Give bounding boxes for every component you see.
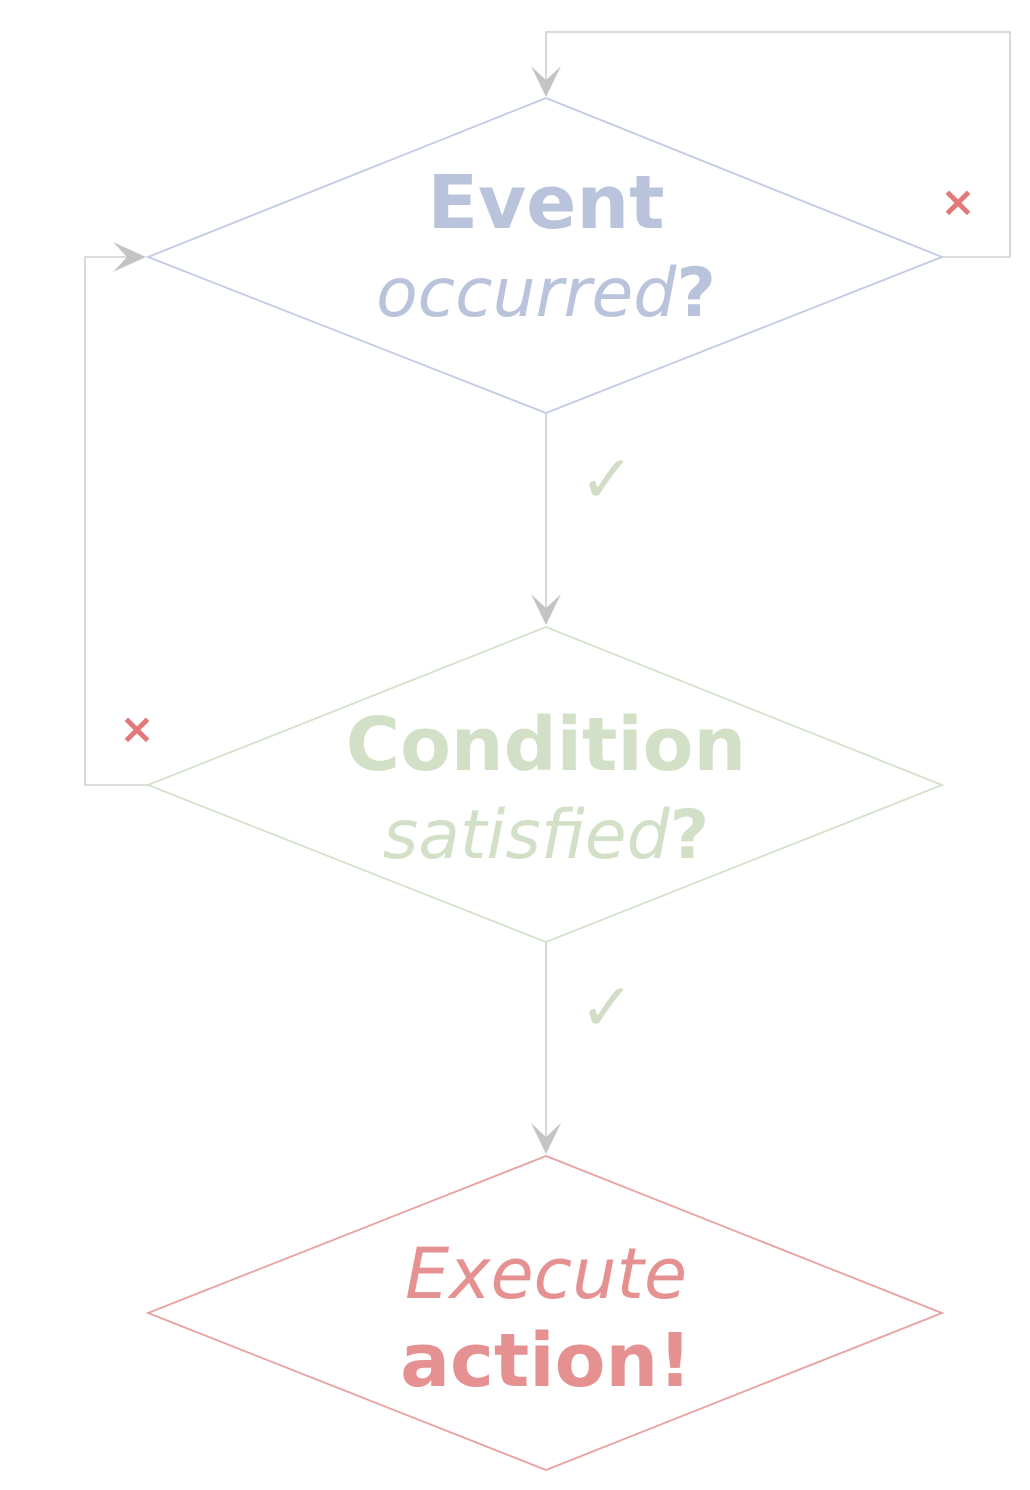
condition-subtitle: satisfied? xyxy=(383,796,709,875)
condition-no-loop-connector xyxy=(84,256,148,786)
event-subtitle-italic: occurred xyxy=(376,254,677,333)
condition-yes-checkmark-icon: ✓ xyxy=(579,969,634,1046)
action-diamond xyxy=(145,1155,945,1471)
event-no-loop-connector xyxy=(545,31,1011,258)
condition-title: Condition xyxy=(346,702,746,788)
event-no-cross-icon: × xyxy=(940,177,975,226)
action-node: Execute action! xyxy=(145,1155,945,1471)
event-left-arrowhead xyxy=(113,242,146,272)
action-title: Execute xyxy=(405,1233,687,1315)
condition-diamond xyxy=(145,626,945,943)
condition-node: Condition satisfied? xyxy=(145,626,945,943)
condition-subtitle-italic: satisfied xyxy=(383,796,671,875)
event-subtitle: occurred? xyxy=(376,254,716,333)
event-diamond xyxy=(145,97,945,414)
event-node: Event occurred? xyxy=(145,97,945,414)
event-top-arrowhead xyxy=(531,66,561,97)
condition-no-cross-icon: × xyxy=(119,704,154,753)
condition-top-arrowhead xyxy=(531,594,561,625)
condition-question-mark: ? xyxy=(670,796,709,875)
action-subtitle: action! xyxy=(400,1318,692,1404)
action-top-arrowhead xyxy=(531,1123,561,1154)
event-title: Event xyxy=(427,160,664,246)
event-yes-checkmark-icon: ✓ xyxy=(579,441,634,518)
event-question-mark: ? xyxy=(676,254,715,333)
